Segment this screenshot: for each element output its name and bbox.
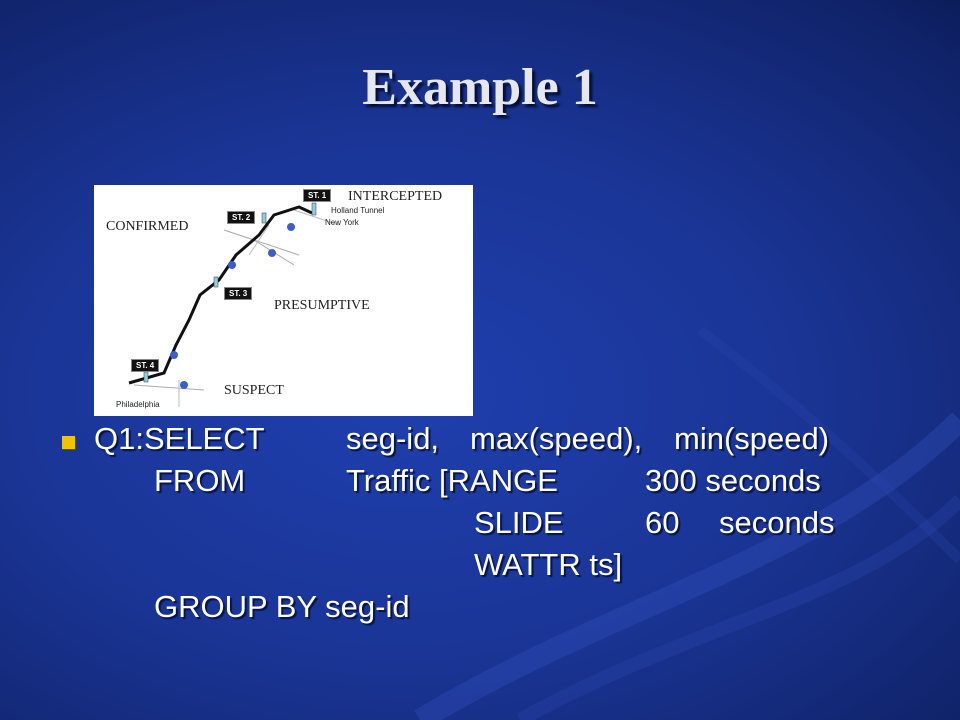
query-select-keyword: Q1:SELECT xyxy=(94,421,265,456)
query-slide-value: 60 xyxy=(645,505,680,540)
query-group-by-clause: GROUP BY seg-id xyxy=(154,589,410,624)
zone-label-presumptive: PRESUMPTIVE xyxy=(274,298,370,313)
query-slide-keyword: SLIDE xyxy=(474,505,564,540)
zone-label-intercepted: INTERCEPTED xyxy=(348,189,443,204)
query-range-value: 300 seconds xyxy=(645,463,821,498)
station-label-4: ST. 4 xyxy=(131,359,160,372)
station-label-3: ST. 3 xyxy=(224,287,253,300)
station-label-2: ST. 2 xyxy=(227,211,256,224)
zone-label-confirmed: CONFIRMED xyxy=(106,219,189,234)
query-from-source: Traffic [RANGE xyxy=(346,463,558,498)
query-slide-unit: seconds xyxy=(719,505,835,540)
city-label-new-york: New York xyxy=(325,218,359,227)
query-from-keyword: FROM xyxy=(154,463,246,498)
query-select-col1: seg-id, xyxy=(346,421,440,456)
city-label-philadelphia: Philadelphia xyxy=(116,400,160,409)
highway-map-image: INTERCEPTED CONFIRMED PRESUMPTIVE SUSPEC… xyxy=(94,185,473,416)
bullet-square-icon xyxy=(62,436,75,449)
highway-route-drawing xyxy=(128,202,340,407)
query-select-col2: max(speed), xyxy=(470,421,643,456)
city-label-holland-tunnel: Holland Tunnel xyxy=(331,206,385,215)
slide-title: Example 1 xyxy=(362,59,598,116)
station-label-1: ST. 1 xyxy=(303,189,332,202)
zone-label-suspect: SUSPECT xyxy=(224,383,284,398)
query-wattr-clause: WATTR ts] xyxy=(474,547,623,582)
query-select-col3: min(speed) xyxy=(674,421,830,456)
